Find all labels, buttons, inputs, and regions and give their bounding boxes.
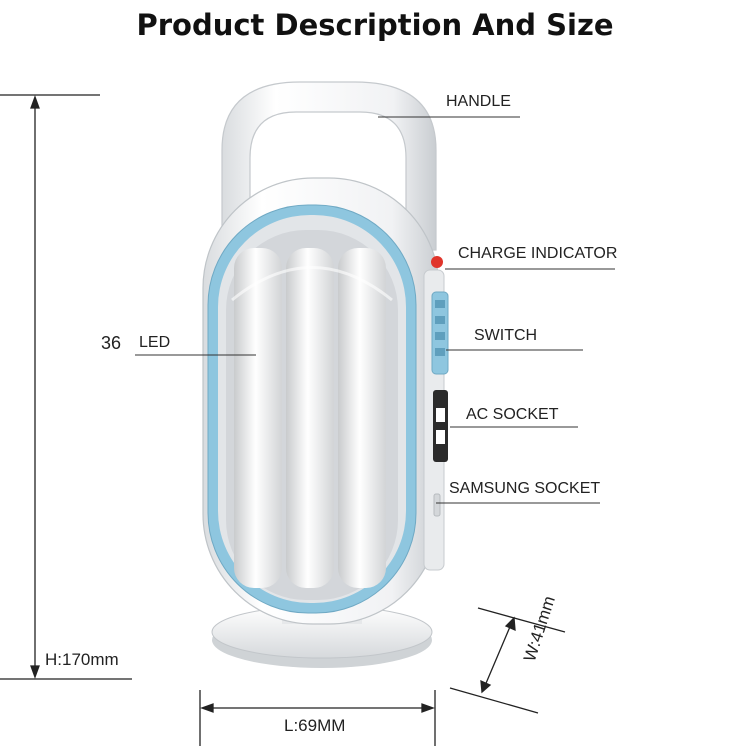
ac-socket-port	[433, 390, 448, 462]
length-dimension-label: L:69MM	[284, 716, 346, 735]
samsung-socket-port	[433, 493, 441, 517]
charge-indicator-light	[431, 256, 443, 268]
led-window	[226, 230, 398, 600]
dimension-lines	[0, 94, 566, 746]
page-title: Product Description And Size	[136, 8, 614, 42]
callout-lines	[135, 116, 615, 504]
handle-label: HANDLE	[446, 93, 511, 110]
samsung-socket-label: SAMSUNG SOCKET	[449, 480, 601, 497]
led-label: LED	[139, 334, 171, 351]
switch-slider	[431, 291, 449, 375]
height-dimension-label: H:170mm	[45, 650, 119, 669]
ac-socket-label: AC SOCKET	[466, 406, 559, 423]
led-count-label: 36	[101, 333, 122, 353]
switch-label: SWITCH	[474, 327, 538, 344]
charge-indicator-label: CHARGE INDICATOR	[458, 245, 618, 262]
